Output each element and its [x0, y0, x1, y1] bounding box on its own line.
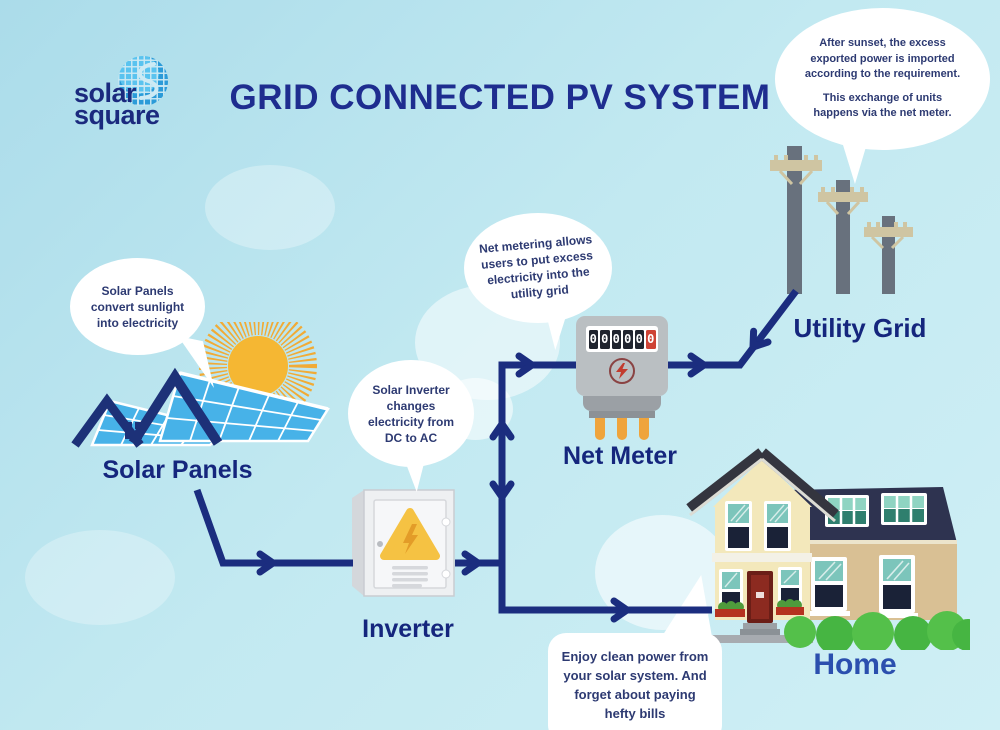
bubble-text-line: exported power is imported [810, 52, 955, 65]
label-net-meter: Net Meter [563, 442, 677, 470]
label-solar-panels: Solar Panels [102, 456, 253, 484]
net-meter-illustration: 0 0 0 0 0 0 [576, 310, 668, 442]
meter-prong [595, 418, 605, 440]
door-steps [740, 623, 780, 635]
label-inverter: Inverter [362, 615, 454, 643]
meter-flange [583, 396, 661, 411]
speech-bubble-after-sunset: After sunset, the excess exported power … [775, 8, 990, 150]
utility-pole [864, 216, 913, 294]
bubble-text-line: electricity from [367, 414, 455, 429]
arrowhead-down-left [749, 327, 772, 351]
house-window [764, 501, 791, 551]
roof-skylight [881, 493, 927, 525]
bubble-text-line: hefty bills [604, 706, 666, 721]
label-utility-grid: Utility Grid [793, 313, 927, 343]
bubble-text-line: changes [386, 398, 436, 413]
solar-panels-illustration [71, 322, 330, 448]
roof-skylight [825, 495, 869, 527]
meter-prong [639, 418, 649, 440]
bubble-text-line: forget about paying [574, 687, 696, 702]
roof-outline-large [128, 367, 223, 446]
bubble-text-line: your solar system. And [563, 668, 707, 683]
label-home: Home [813, 648, 897, 681]
arrowhead-down [489, 480, 515, 501]
cloud-shape [25, 530, 175, 625]
lightning-emblem-icon [609, 358, 635, 384]
meter-digit: 0 [588, 329, 598, 349]
brand-name: solar square [74, 78, 160, 130]
roof-outline-small [71, 393, 144, 448]
cloud-shape [205, 165, 335, 250]
speech-bubble-solar-panels: Solar Panels convert sunlight into elect… [70, 258, 205, 355]
logo-s-curve-icon [137, 62, 159, 100]
bubble-text-line: After sunset, the excess [819, 37, 946, 50]
meter-digit: 0 [600, 329, 610, 349]
speech-bubble-home: Enjoy clean power from your solar system… [548, 633, 722, 730]
arrowhead-right [256, 550, 277, 576]
arrowhead-right [461, 550, 482, 576]
brand-logo: solar square [70, 54, 200, 138]
speech-bubble-net-metering: Net metering allows users to put excess … [464, 213, 612, 323]
house-window [808, 557, 850, 616]
warning-triangle-icon [380, 508, 440, 560]
line-meter-to-grid [668, 288, 799, 369]
meter-digit: 0 [611, 329, 621, 349]
brand-line-2: square [74, 100, 160, 130]
utility-grid-illustration [770, 146, 913, 294]
window-icon [125, 422, 142, 439]
utility-pole [770, 146, 822, 294]
door-handle-dot [377, 541, 383, 547]
meter-digit-red: 0 [646, 329, 656, 349]
hinge-dot [441, 569, 451, 579]
meter-digit: 0 [634, 329, 644, 349]
window-flower-box [715, 599, 804, 617]
bubble-text-line: into electricity [96, 315, 179, 330]
arrowhead-right [687, 352, 708, 378]
bushes [784, 611, 970, 650]
speech-bubble-inverter: Solar Inverter changes electricity from … [348, 360, 474, 467]
brand-line-1: solar [74, 78, 137, 108]
meter-digit: 0 [623, 329, 633, 349]
inverter-illustration [352, 489, 455, 597]
utility-pole [818, 180, 868, 294]
vent-lines [392, 566, 428, 588]
bubble-text-line: Enjoy clean power from [561, 649, 709, 664]
bubble-text-line: This exchange of units [822, 91, 943, 104]
line-solar-to-inverter [193, 488, 353, 567]
bubble-text-line: Solar Inverter [372, 382, 450, 397]
house-window [778, 567, 802, 607]
meter-display: 0 0 0 0 0 0 [586, 326, 658, 352]
bubble-text-line: DC to AC [384, 430, 438, 445]
page-title: GRID CONNECTED PV SYSTEM [229, 78, 771, 117]
house-window [876, 555, 918, 618]
front-door [747, 571, 773, 623]
bubble-text-line: according to the requirement. [804, 68, 961, 81]
house-window [725, 501, 752, 551]
bubble-text-line: convert sunlight [90, 299, 185, 314]
meter-base [589, 411, 655, 418]
bubble-text-line: Solar Panels [101, 283, 174, 298]
hinge-dot [441, 517, 451, 527]
bubble-text-line: happens via the net meter. [813, 107, 952, 120]
home-illustration [686, 448, 970, 650]
meter-prong [617, 418, 627, 440]
